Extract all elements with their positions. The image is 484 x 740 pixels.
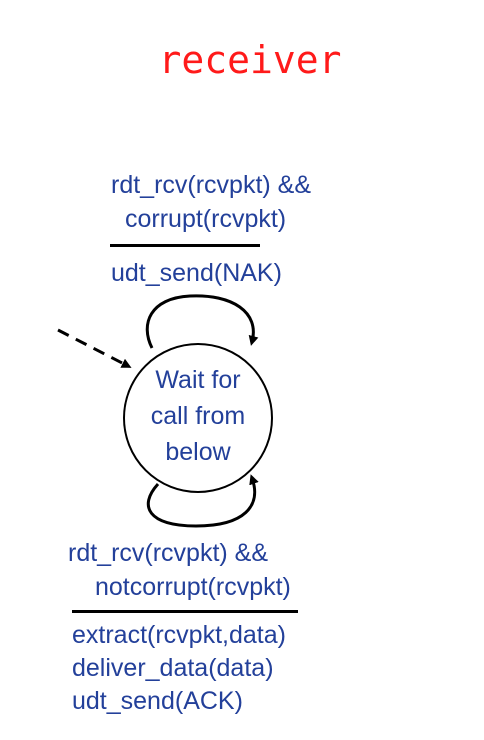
bottom-event-line-2: notcorrupt(rcvpkt) (95, 573, 291, 601)
top-action-line-1: udt_send(NAK) (111, 259, 282, 287)
state-label-line-1: Wait for (155, 366, 241, 394)
bottom-transition-divider (72, 610, 298, 613)
top-transition-divider (110, 244, 260, 247)
top-event-line-1: rdt_rcv(rcvpkt) && (111, 171, 312, 199)
top-event-line-2: corrupt(rcvpkt) (125, 205, 287, 233)
state-label: Wait for call from below (123, 362, 273, 470)
bottom-action-line-3: udt_send(ACK) (72, 687, 243, 715)
top-self-loop-arrow (145, 294, 259, 349)
state-label-line-2: call from (150, 402, 246, 430)
state-wait-for-call-from-below (123, 343, 273, 493)
state-label-line-3: below (165, 438, 231, 466)
diagram-title: receiver (158, 38, 342, 82)
initial-state-arrow (57, 328, 132, 368)
bottom-action-line-2: deliver_data(data) (72, 654, 274, 682)
bottom-self-loop-arrow (146, 474, 259, 528)
bottom-action-line-1: extract(rcvpkt,data) (72, 621, 286, 649)
bottom-event-line-1: rdt_rcv(rcvpkt) && (68, 539, 269, 567)
